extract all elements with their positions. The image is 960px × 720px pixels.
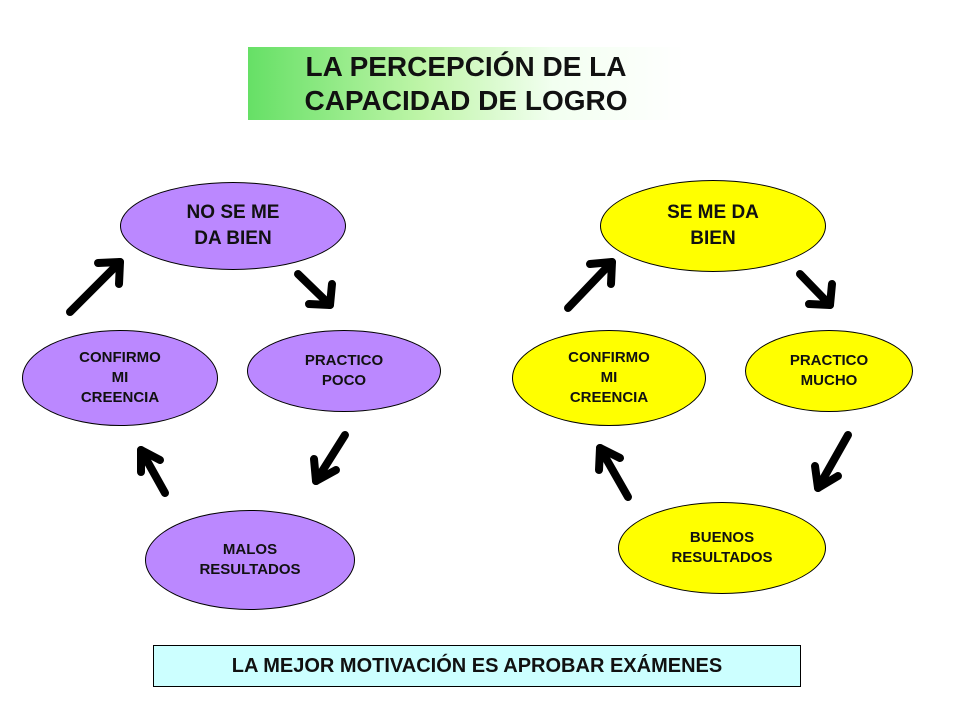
right-right-line-2: MUCHO bbox=[800, 372, 858, 389]
title-line-1: LA PERCEPCIÓN DE LA bbox=[305, 50, 627, 82]
left-right-line-2: POCO bbox=[321, 372, 367, 389]
right-top-line-2: BIEN bbox=[690, 228, 736, 249]
right-bottom-line-2: RESULTADOS bbox=[671, 549, 773, 566]
left-bottom-line-1: MALOS bbox=[222, 541, 278, 558]
footer-banner: LA MEJOR MOTIVACIÓN ES APROBAR EXÁMENES bbox=[153, 645, 801, 687]
left-top-node: NO SE ME DA BIEN bbox=[120, 182, 346, 270]
right-bottom-line-1: BUENOS bbox=[689, 529, 755, 546]
title-banner: LA PERCEPCIÓN DE LA CAPACIDAD DE LOGRO bbox=[248, 47, 684, 120]
left-top-line-2: DA BIEN bbox=[194, 228, 272, 249]
left-left-line-3: CREENCIA bbox=[80, 389, 160, 406]
left-right-node: PRACTICO POCO bbox=[247, 330, 441, 412]
right-top-node: SE ME DA BIEN bbox=[600, 180, 826, 272]
right-left-line-3: CREENCIA bbox=[569, 389, 649, 406]
right-top-line-1: SE ME DA bbox=[667, 202, 759, 223]
right-bottom-node: BUENOS RESULTADOS bbox=[618, 502, 826, 594]
right-right-node: PRACTICO MUCHO bbox=[745, 330, 913, 412]
right-arrow-up-right bbox=[564, 258, 616, 312]
left-top-line-1: NO SE ME bbox=[186, 202, 280, 223]
left-arrow-down-right-1 bbox=[294, 270, 336, 309]
left-left-node: CONFIRMO MI CREENCIA bbox=[22, 330, 218, 426]
left-arrow-up-right bbox=[66, 258, 124, 316]
left-left-line-1: CONFIRMO bbox=[79, 349, 161, 366]
title-line-2: CAPACIDAD DE LOGRO bbox=[304, 84, 628, 116]
left-bottom-node: MALOS RESULTADOS bbox=[145, 510, 355, 610]
right-arrow-down-right bbox=[796, 270, 836, 309]
left-right-line-1: PRACTICO bbox=[304, 352, 384, 369]
left-arrow-up-left bbox=[137, 446, 169, 497]
left-bottom-line-2: RESULTADOS bbox=[199, 561, 301, 578]
right-arrow-up-left bbox=[595, 444, 632, 501]
right-arrow-down-left bbox=[811, 431, 852, 492]
right-right-line-1: PRACTICO bbox=[789, 352, 869, 369]
footer-text: LA MEJOR MOTIVACIÓN ES APROBAR EXÁMENES bbox=[231, 654, 723, 677]
right-left-line-2: MI bbox=[600, 369, 618, 386]
left-left-line-2: MI bbox=[111, 369, 129, 386]
right-left-line-1: CONFIRMO bbox=[568, 349, 650, 366]
left-arrow-down-left bbox=[310, 431, 349, 485]
right-left-node: CONFIRMO MI CREENCIA bbox=[512, 330, 706, 426]
